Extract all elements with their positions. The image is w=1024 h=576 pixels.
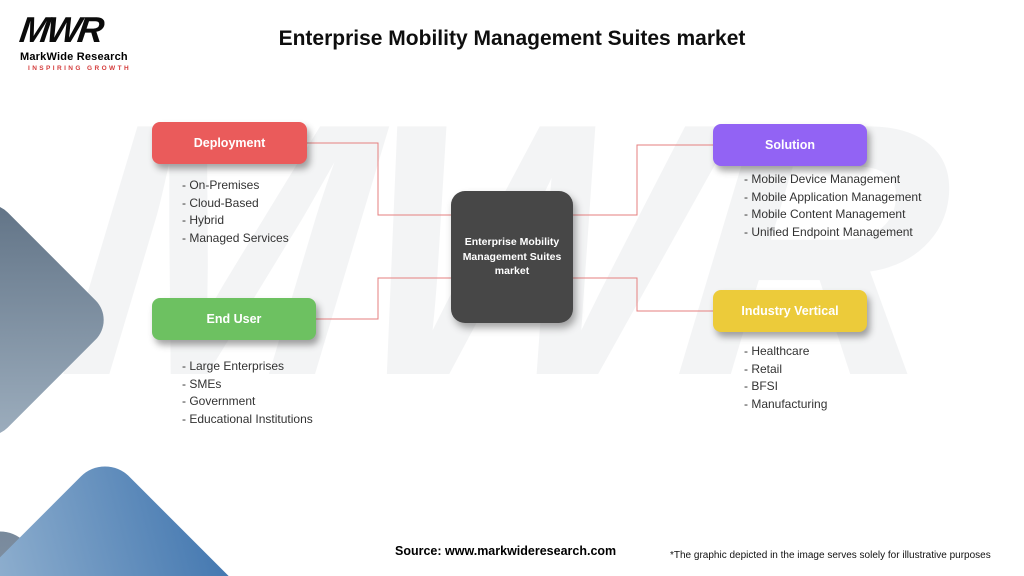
logo-brand-name: MarkWide Research	[20, 51, 128, 63]
node-end-user-label: End User	[206, 312, 262, 326]
list-item: - SMEs	[182, 376, 222, 391]
list-item: - Mobile Content Management	[744, 207, 906, 221]
center-node: Enterprise Mobility Management Suites ma…	[451, 191, 573, 323]
logo-tagline: INSPIRING GROWTH	[28, 65, 132, 72]
list-item: - Manufacturing	[744, 396, 828, 411]
solution-item-list: - Mobile Device Management - Mobile Appl…	[744, 171, 921, 241]
list-item: - Government	[182, 394, 256, 408]
list-item: - Mobile Device Management	[744, 172, 901, 186]
center-node-label: Enterprise Mobility Management Suites ma…	[462, 235, 562, 278]
list-item: - Unified Endpoint Management	[744, 224, 913, 239]
disclaimer-text: *The graphic depicted in the image serve…	[670, 550, 991, 561]
source-text: Source: www.markwideresearch.com	[395, 544, 617, 558]
list-item: - Cloud-Based	[182, 195, 259, 210]
end-user-item-list: - Large Enterprises - SMEs - Government …	[182, 358, 313, 428]
list-item: - Hybrid	[182, 213, 225, 227]
list-item: - Mobile Application Management	[744, 189, 922, 204]
node-solution-label: Solution	[765, 138, 815, 152]
node-industry-vertical: Industry Vertical	[713, 290, 867, 332]
decor-diamond-corner-blue	[0, 452, 268, 576]
node-deployment-label: Deployment	[193, 136, 266, 150]
node-deployment: Deployment	[152, 122, 307, 164]
list-item: - Retail	[744, 361, 783, 376]
list-item: - Healthcare	[744, 344, 810, 358]
node-solution: Solution	[713, 124, 867, 166]
industry-vertical-item-list: - Healthcare - Retail - BFSI - Manufactu…	[744, 343, 827, 413]
list-item: - BFSI	[744, 379, 779, 393]
list-item: - On-Premises	[182, 178, 260, 192]
list-item: - Educational Institutions	[182, 411, 313, 426]
list-item: - Managed Services	[182, 230, 289, 245]
brand-logo: MWR MarkWide Research INSPIRING GROWTH	[17, 9, 132, 72]
node-end-user: End User	[152, 298, 316, 340]
page-title: Enterprise Mobility Management Suites ma…	[278, 27, 746, 50]
list-item: - Large Enterprises	[182, 359, 285, 373]
deployment-item-list: - On-Premises - Cloud-Based - Hybrid - M…	[182, 177, 289, 247]
node-industry-vertical-label: Industry Vertical	[741, 304, 839, 318]
